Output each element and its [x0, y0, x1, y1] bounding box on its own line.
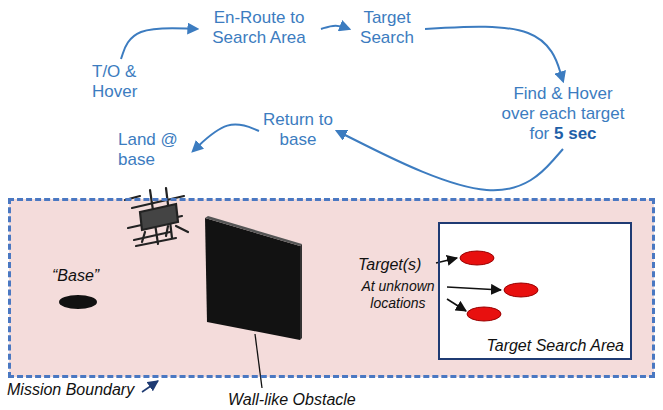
flow-arrow	[425, 27, 563, 81]
step-text: Target Search	[352, 8, 422, 48]
flow-step: T/O & Hover	[92, 62, 150, 104]
boundary-leader	[142, 381, 158, 392]
step-text: En-Route to Search Area	[200, 8, 318, 48]
flow-step: Find & Hover over each target for5 sec	[495, 84, 631, 146]
target-leaders	[436, 258, 501, 311]
base-pad	[59, 295, 97, 309]
wall-obstacle	[205, 216, 302, 388]
target-label: Target(s)	[358, 255, 438, 274]
target-search-area: Target Search Area	[438, 222, 632, 360]
target-markers	[460, 251, 538, 321]
flow-step: Land @ base	[118, 130, 190, 172]
wall-label: Wall-like Obstacle	[228, 390, 378, 409]
flow-step: En-Route to Search Area	[200, 8, 318, 50]
target-note: At unknown locations	[354, 278, 442, 312]
mission-ground	[9, 199, 654, 377]
base-label: “Base”	[52, 266, 112, 285]
flow-arrow	[337, 131, 563, 190]
flow-step: Return to base	[262, 110, 334, 152]
flow-step: Target Search	[352, 8, 422, 50]
step-text: Return to base	[262, 110, 334, 150]
mission-boundary: Target Search AreaMission Boundary	[8, 198, 655, 378]
step-text: T/O & Hover	[92, 62, 150, 102]
step-text: Land @ base	[118, 130, 190, 170]
area-caption: Mission Boundary	[7, 381, 134, 399]
flow-arrow	[193, 124, 259, 151]
duration-text: 5 sec	[554, 124, 597, 143]
flow-arrow	[321, 26, 349, 29]
helicopter-icon	[125, 188, 188, 246]
search-area-ground	[439, 223, 631, 359]
area-caption: Target Search Area	[486, 337, 624, 355]
flow-arrow	[121, 28, 197, 59]
